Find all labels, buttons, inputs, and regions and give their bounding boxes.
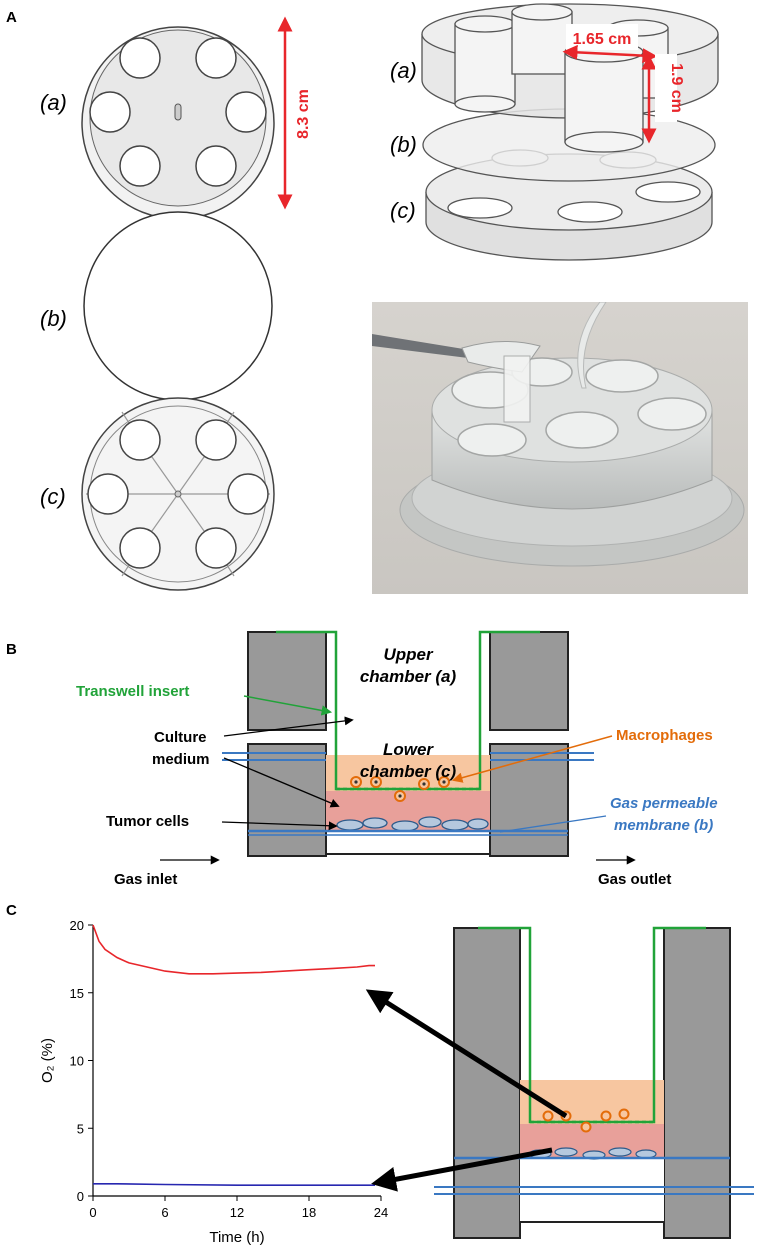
y-tick-label: 0 xyxy=(77,1189,84,1204)
label-b-3d: (b) xyxy=(390,132,417,157)
chamber-schematic xyxy=(222,630,594,857)
device-photo xyxy=(372,302,748,594)
x-tick-label: 18 xyxy=(302,1205,316,1220)
chamber-schematic-small xyxy=(434,926,754,1239)
well-diameter-label: 1.65 cm xyxy=(573,31,632,48)
panel-label-c: C xyxy=(6,902,17,919)
culture-medium-line1: Culture xyxy=(154,729,207,746)
y-tick-label: 20 xyxy=(70,918,84,933)
device-photo-drawing xyxy=(372,302,748,594)
bottom-plate-drawing xyxy=(81,397,275,591)
x-axis-title: Time (h) xyxy=(209,1229,264,1246)
well-diameter-arrow xyxy=(562,44,658,64)
label-c-3d: (c) xyxy=(390,198,416,223)
panel-label-b: B xyxy=(6,641,17,658)
label-c-left: (c) xyxy=(40,484,66,509)
upper-o2-pointer xyxy=(365,989,568,1119)
tumor-pointer xyxy=(221,821,338,831)
gas-inlet-label: Gas inlet xyxy=(114,871,177,888)
gas-outlet-label: Gas outlet xyxy=(598,871,671,888)
gpm-label-line2: membrane (b) xyxy=(614,817,713,834)
label-a-3d: (a) xyxy=(390,58,417,83)
upper-chamber-line2: chamber (a) xyxy=(360,667,457,686)
panel-label-a: A xyxy=(6,9,17,26)
membrane-disc xyxy=(83,211,273,401)
gpm-label-line1: Gas permeable xyxy=(610,795,718,812)
y-axis-title: O₂ (%) xyxy=(39,1038,56,1083)
series-line-1 xyxy=(93,1183,375,1186)
macrophages-pointer xyxy=(451,735,613,783)
tumor-cells-label: Tumor cells xyxy=(106,813,189,830)
y-tick-label: 10 xyxy=(70,1054,84,1069)
lower-chamber-line1: Lower xyxy=(383,740,434,759)
diameter-label: 8.3 cm xyxy=(295,89,312,139)
medium-pointer-2 xyxy=(223,757,340,808)
label-a-top: (a) xyxy=(40,90,67,115)
transwell-label: Transwell insert xyxy=(76,683,189,700)
x-tick-label: 0 xyxy=(89,1205,96,1220)
y-tick-label: 15 xyxy=(70,986,84,1001)
well-height-bg xyxy=(655,54,677,122)
label-b-left: (b) xyxy=(40,306,67,331)
lower-chamber-line2: chamber (c) xyxy=(360,762,457,781)
top-plate-drawing xyxy=(81,26,275,220)
y-tick-label: 5 xyxy=(77,1121,84,1136)
medium-pointer-1 xyxy=(223,716,354,737)
x-tick-label: 24 xyxy=(374,1205,388,1220)
gpm-pointer xyxy=(499,815,607,833)
culture-medium-line2: medium xyxy=(152,751,210,768)
transwell-pointer xyxy=(243,695,333,716)
series-line-0 xyxy=(92,924,375,975)
macrophages-label: Macrophages xyxy=(616,727,713,744)
x-tick-label: 12 xyxy=(230,1205,244,1220)
x-tick-label: 6 xyxy=(161,1205,168,1220)
well-height-label: 1.9 cm xyxy=(668,63,685,113)
upper-chamber-line1: Upper xyxy=(383,645,434,664)
lower-o2-pointer xyxy=(371,1147,553,1192)
